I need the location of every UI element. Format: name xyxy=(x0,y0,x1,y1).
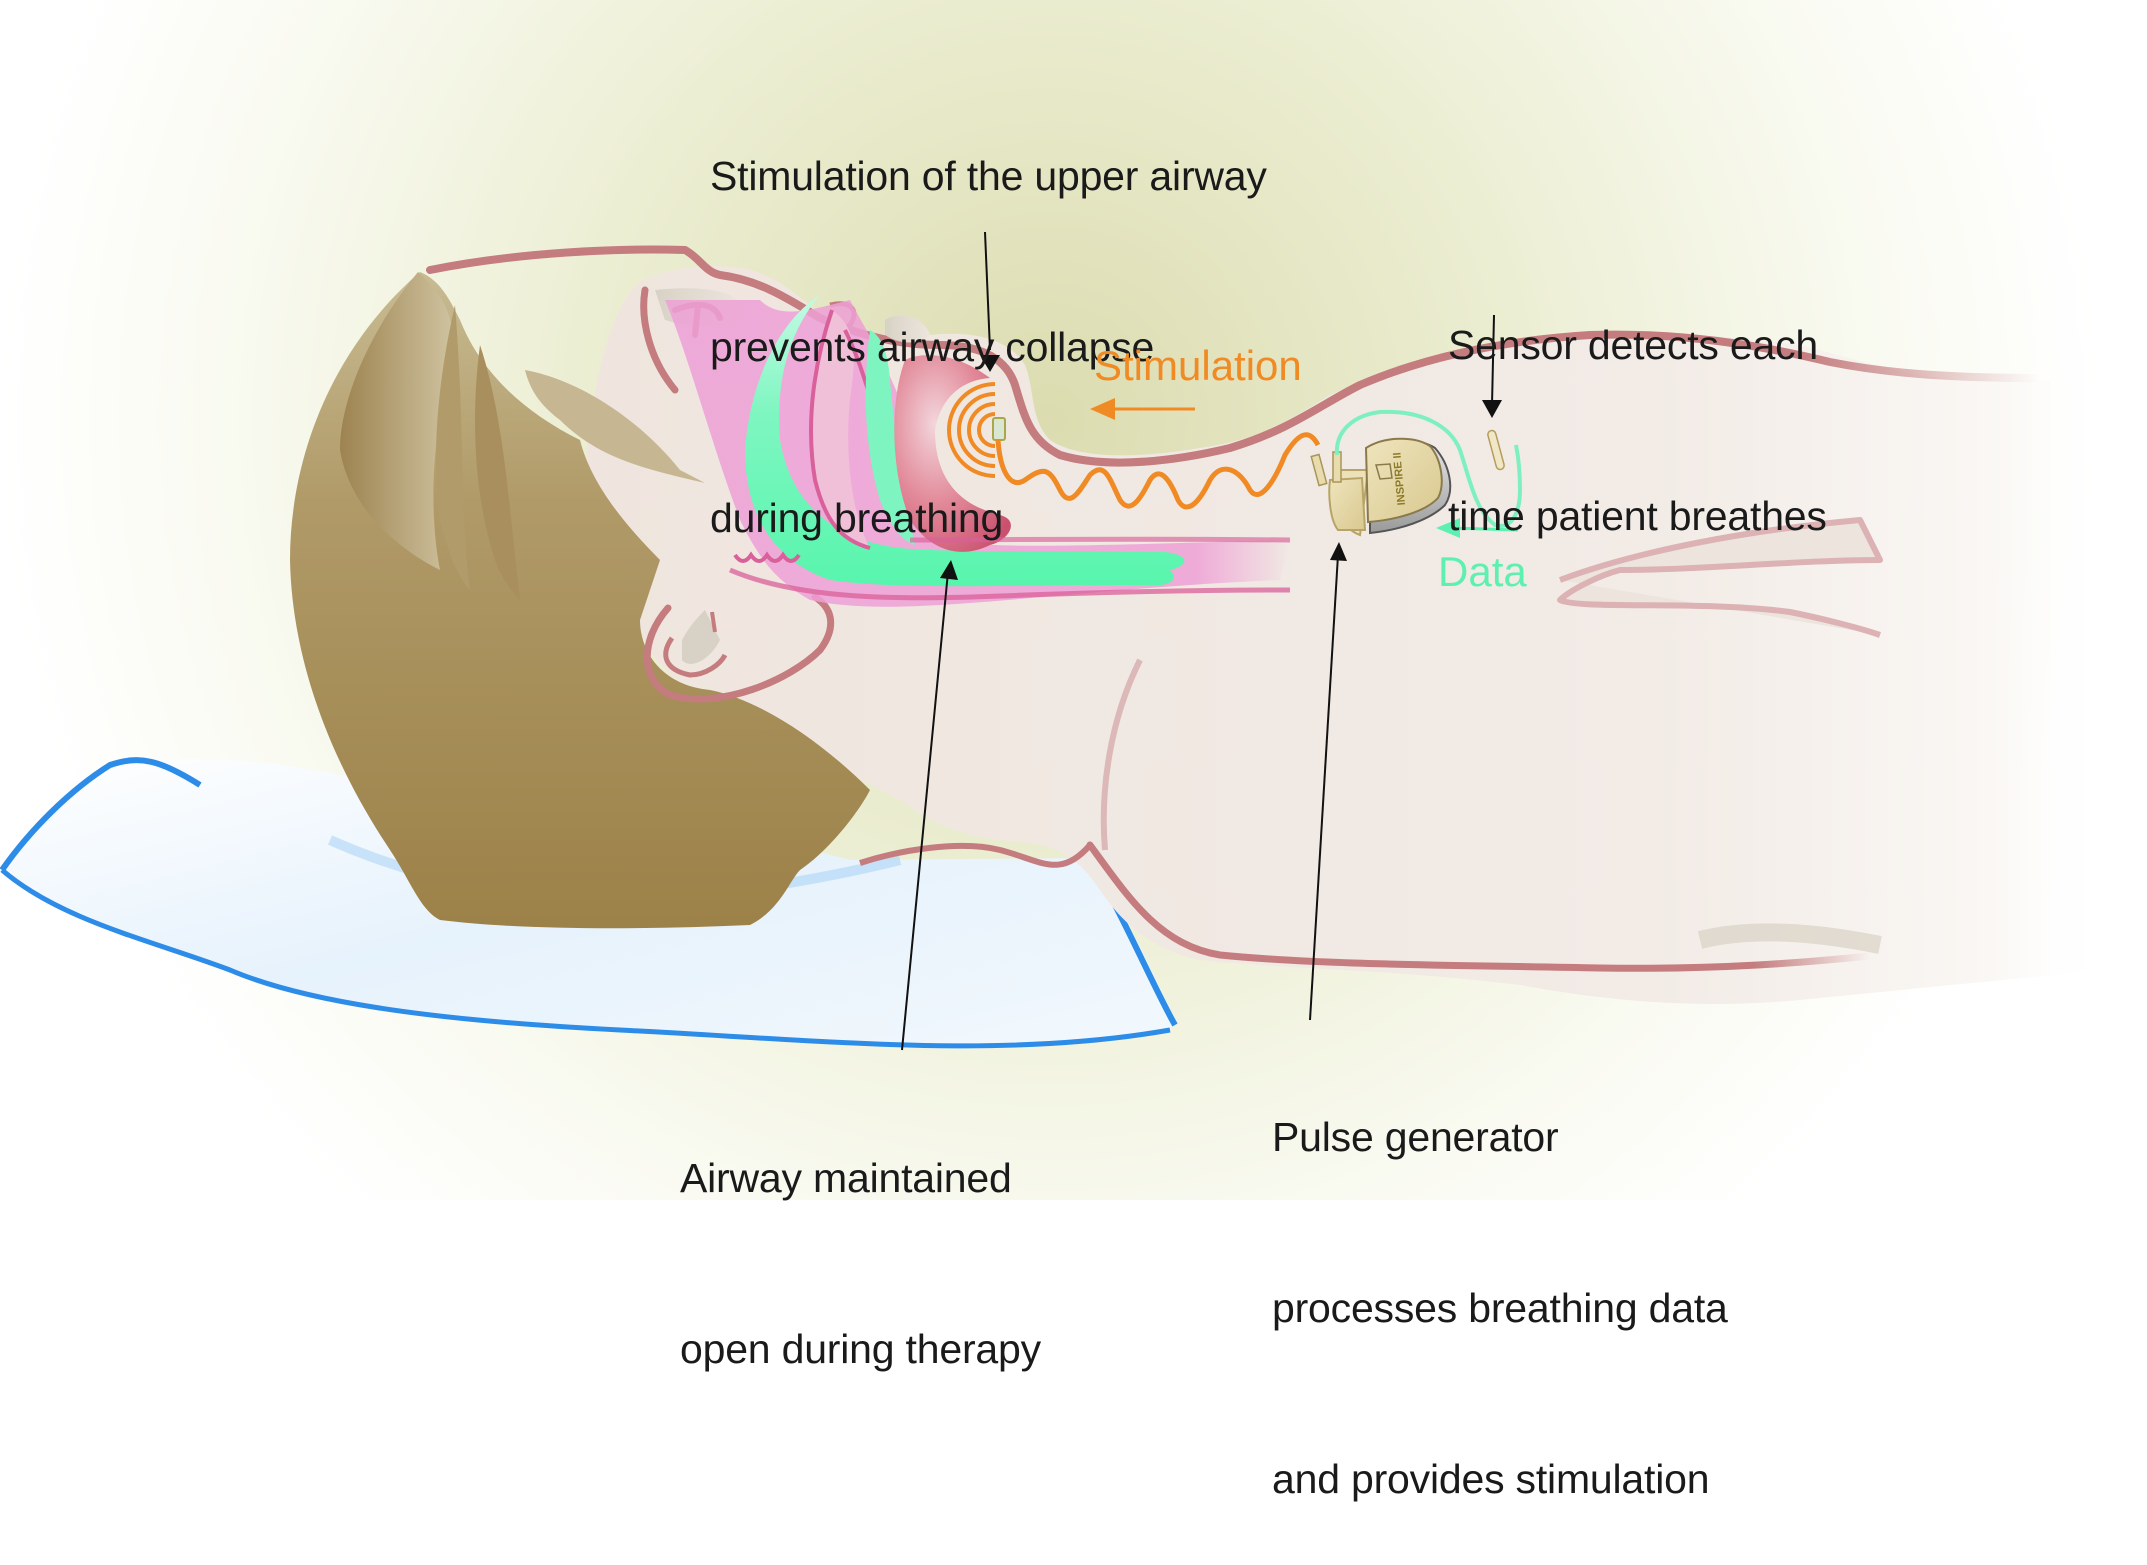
device-brand-text: INSPIRE II xyxy=(1391,452,1408,506)
data-flow-arrow xyxy=(1436,518,1519,538)
leader-sensor xyxy=(1491,314,1495,406)
stimulation-flow-arrow xyxy=(1090,398,1195,420)
hair xyxy=(290,272,870,929)
callout-line: Airway maintained xyxy=(680,1155,1012,1201)
callout-airway-open: Airway maintained open during therapy xyxy=(680,1036,1041,1435)
leader-airway-open xyxy=(901,571,949,1051)
upper-airway xyxy=(665,295,1291,607)
sensor-tip xyxy=(1487,429,1505,471)
diagram-canvas: INSPIRE II Stimulation of the upper airw… xyxy=(0,0,2147,1502)
callout-line: Pulse generator xyxy=(1272,1114,1559,1160)
callout-sensor: Sensor detects each time patient breathe… xyxy=(1448,203,1827,602)
data-flow-label: Data xyxy=(1438,548,1527,595)
leader-lines xyxy=(901,231,1502,1051)
electrode-waves xyxy=(947,382,996,478)
illustration: INSPIRE II xyxy=(0,0,2147,1200)
callout-line: Stimulation of the upper airway xyxy=(710,153,1267,199)
leader-pulse-generator xyxy=(1309,554,1339,1021)
callout-line: prevents airway collapse xyxy=(710,324,1155,370)
leader-stimulation-airway xyxy=(984,231,991,351)
callout-line: during breathing xyxy=(710,495,1004,541)
callout-pulse-generator: Pulse generator processes breathing data… xyxy=(1272,995,1728,1565)
pulse-generator: INSPIRE II xyxy=(1310,437,1452,537)
callout-line: time patient breathes xyxy=(1448,493,1827,539)
sensor-lead-wire xyxy=(1334,409,1523,528)
callout-line: and provides stimulation xyxy=(1272,1456,1710,1502)
stimulation-lead-wire xyxy=(995,432,1321,510)
callout-line: open during therapy xyxy=(680,1326,1041,1372)
stimulation-flow-label: Stimulation xyxy=(1094,342,1302,389)
callout-line: processes breathing data xyxy=(1272,1285,1728,1331)
patient-body xyxy=(426,245,2110,1005)
callout-stimulation-airway: Stimulation of the upper airway prevents… xyxy=(710,34,1267,604)
sensor-lead xyxy=(1334,409,1523,528)
callout-line: Sensor detects each xyxy=(1448,322,1818,368)
stimulation-lead xyxy=(947,382,1321,510)
